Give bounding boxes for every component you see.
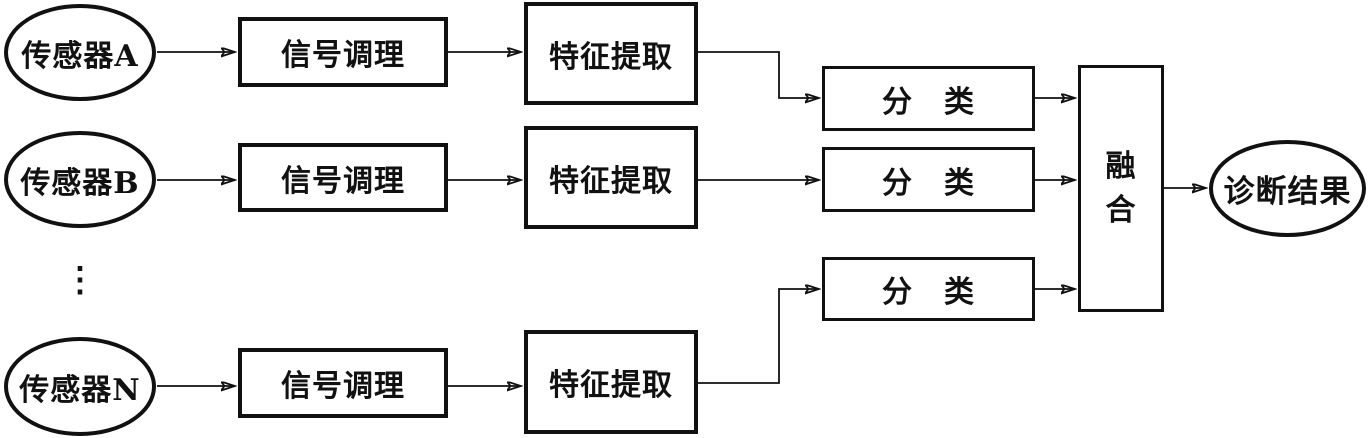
diagnosis-result-node: 诊断结果 <box>1209 140 1366 237</box>
feature-extraction-box-2: 特征提取 <box>524 126 698 229</box>
classification-label-2: 分 类 <box>882 165 975 201</box>
diagnosis-result-label: 诊断结果 <box>1223 174 1352 210</box>
feature-extraction-label-3: 特征提取 <box>549 368 673 403</box>
sensor-b-label: 传感器B <box>20 165 140 201</box>
classification-box-1: 分 类 <box>822 66 1035 131</box>
classification-box-2: 分 类 <box>822 147 1035 212</box>
signal-conditioning-label-3: 信号调理 <box>281 369 405 404</box>
signal-conditioning-box-3: 信号调理 <box>238 348 448 418</box>
sensor-n-node: 传感器N <box>4 337 156 436</box>
feature-extraction-label-2: 特征提取 <box>549 163 673 199</box>
fusion-box: 融合 <box>1078 65 1164 312</box>
feature-extraction-box-1: 特征提取 <box>524 2 698 105</box>
signal-conditioning-box-2: 信号调理 <box>238 143 448 212</box>
vertical-ellipsis: ⋮ <box>63 260 97 300</box>
sensor-b-node: 传感器B <box>4 131 156 228</box>
feature-extraction-box-3: 特征提取 <box>524 330 698 434</box>
arrow-feature-1-to-classifier-1 <box>698 51 818 98</box>
arrow-feature-3-to-classifier-3 <box>698 289 818 384</box>
signal-conditioning-label-2: 信号调理 <box>281 163 405 199</box>
signal-conditioning-label-1: 信号调理 <box>281 38 405 73</box>
classification-label-3: 分 类 <box>882 275 975 310</box>
fusion-label: 融合 <box>1105 149 1137 228</box>
sensor-a-label: 传感器A <box>21 38 139 74</box>
feature-extraction-label-1: 特征提取 <box>549 39 673 75</box>
sensor-n-label: 传感器N <box>19 372 141 408</box>
signal-conditioning-box-1: 信号调理 <box>238 17 448 87</box>
sensor-a-node: 传感器A <box>4 4 156 101</box>
classification-label-1: 分 类 <box>882 84 975 120</box>
classification-box-3: 分 类 <box>822 257 1035 321</box>
